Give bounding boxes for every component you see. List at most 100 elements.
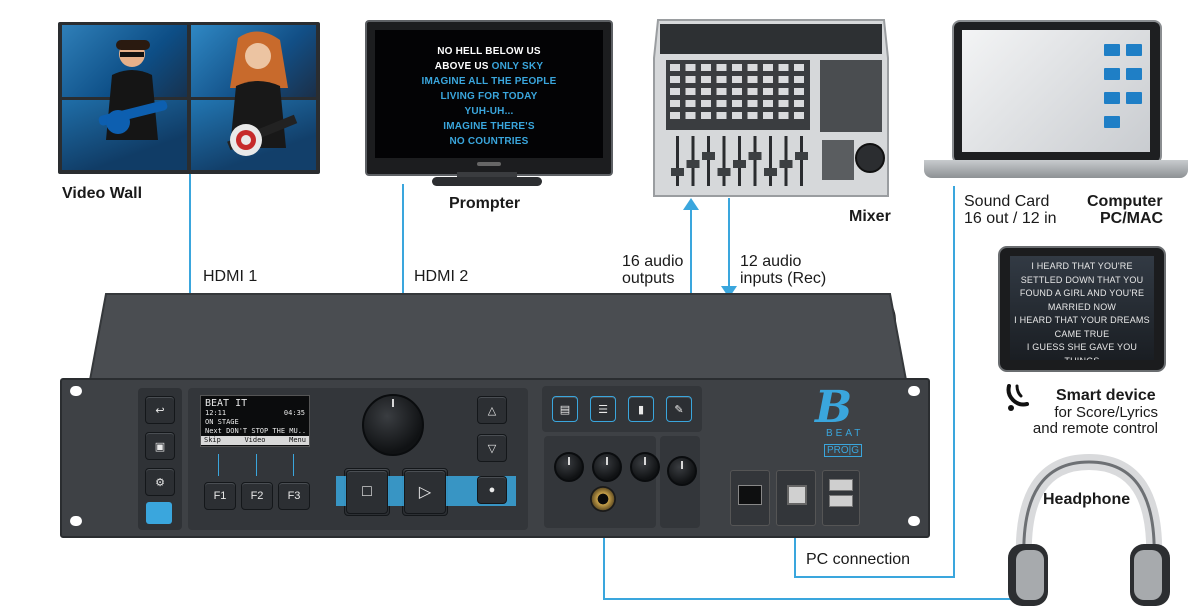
headphone-wire-h <box>603 598 1033 600</box>
lock-button[interactable]: ▣ <box>145 432 175 460</box>
mixer-key <box>716 88 727 95</box>
mixer-key <box>778 76 789 83</box>
mode-button-2[interactable]: ☰ <box>590 396 616 422</box>
mixer-key <box>701 76 711 83</box>
up-button[interactable]: △ <box>477 396 507 424</box>
mixer-fader-cap <box>779 160 793 168</box>
video-wall <box>58 22 320 174</box>
lcd-time-right: 04:35 <box>283 409 305 417</box>
edit-icon: ✎ <box>674 403 684 416</box>
record-button[interactable]: ● <box>477 476 507 504</box>
f1-button[interactable]: F1 <box>204 482 236 510</box>
prompter-line: ABOVE US ONLY SKY <box>375 59 603 74</box>
headphone-jack[interactable] <box>590 486 616 512</box>
tablet-lyric-line: I GUESS SHE GAVE YOU THINGS <box>1026 342 1138 360</box>
usb-a-port-1[interactable] <box>829 479 853 491</box>
pc-connection-label: PC connection <box>806 551 911 568</box>
in-knob[interactable] <box>592 452 622 482</box>
mixer-key <box>685 76 696 83</box>
document-icon: ▤ <box>559 403 571 416</box>
prompter-base <box>432 177 542 186</box>
prompter-line-sung: ABOVE US <box>434 61 492 72</box>
audio-out-wire <box>690 206 692 296</box>
audio-in-arrow-icon <box>721 286 737 298</box>
folder-icon <box>1104 44 1120 56</box>
prompter-line-upcoming: IMAGINE ALL THE PEOPLE <box>421 76 557 87</box>
usb-b-port-panel <box>776 470 816 526</box>
mixer-key <box>763 64 773 71</box>
headphone-icon <box>1008 453 1170 606</box>
headphone-label: Headphone <box>1043 491 1131 508</box>
audio-in-wire <box>728 198 730 294</box>
mixer-fader-track <box>722 136 726 186</box>
return-icon: ↩ <box>155 404 165 417</box>
down-button[interactable]: ▽ <box>477 434 507 462</box>
audio-out-arrow-icon <box>683 198 699 210</box>
mixer-key <box>670 76 680 83</box>
ethernet-port[interactable] <box>738 485 762 505</box>
tablet-lyric-line: I HEARD THAT YOUR DREAMS CAME TRUE <box>1014 315 1150 339</box>
mixer-key <box>685 100 696 107</box>
folder-icon <box>1104 116 1120 128</box>
usb-b-port[interactable] <box>787 485 807 505</box>
smart-device-sub-1: for Score/Lyrics <box>1054 404 1158 421</box>
list-icon: ☰ <box>598 403 608 416</box>
mixer-key <box>716 64 727 71</box>
prompter-line: NO COUNTRIES <box>375 134 603 149</box>
mixer-key <box>732 76 742 83</box>
mixer-key <box>685 112 696 119</box>
mixer-key <box>763 100 773 107</box>
hdmi1-label: HDMI 1 <box>203 268 258 285</box>
prompter-line-upcoming: NO COUNTRIES <box>449 136 529 147</box>
prompter-line-upcoming: ONLY SKY <box>491 61 544 72</box>
arrow-down-icon: ▽ <box>487 442 497 455</box>
prompter-line-upcoming: YUH-UH... <box>464 106 514 117</box>
headphone-wire-v <box>603 500 605 600</box>
audio-out-label-2: outputs <box>622 270 675 287</box>
smart-device-label: Smart device <box>1056 387 1156 404</box>
pc-wire-v <box>794 510 796 578</box>
f2-button[interactable]: F2 <box>241 482 273 510</box>
folder-icon <box>1104 92 1120 104</box>
hdmi1-wire <box>189 172 191 296</box>
main-jog-wheel[interactable] <box>362 394 424 456</box>
lcd-softkey-skip: Skip <box>204 436 221 444</box>
usb-a-port-panel <box>822 470 860 526</box>
mixer-fader-cap <box>686 160 700 168</box>
stop-button-face[interactable]: □ <box>346 470 388 514</box>
mixer-console <box>653 19 889 197</box>
mode-button-3[interactable]: ▮ <box>628 396 654 422</box>
tracks-knob[interactable] <box>630 452 660 482</box>
folder-icon <box>1126 68 1142 80</box>
mixer-key <box>778 100 789 107</box>
wireless-remote-icon <box>1006 384 1029 411</box>
mixer-key <box>747 76 758 83</box>
mixer-key <box>716 100 727 107</box>
guitarist-right-icon <box>227 31 298 156</box>
mode-button-4[interactable]: ✎ <box>666 396 692 422</box>
mixer-key <box>778 88 789 95</box>
mixer-key <box>763 88 773 95</box>
laptop-screen <box>962 30 1150 152</box>
click-knob[interactable] <box>554 452 584 482</box>
ethernet-port-panel <box>730 470 770 526</box>
audio-in-label-2: inputs (Rec) <box>740 270 827 287</box>
mode-button-1[interactable]: ▤ <box>552 396 578 422</box>
dot-icon: ● <box>488 484 496 496</box>
back-button[interactable]: ↩ <box>145 396 175 424</box>
settings-button[interactable]: ⚙ <box>145 468 175 496</box>
mixer-fader-track <box>769 136 772 186</box>
prompter-line-upcoming: IMAGINE THERE'S <box>443 121 535 132</box>
play-button-face[interactable]: ▷ <box>404 470 446 514</box>
usb-a-port-2[interactable] <box>829 495 853 507</box>
sound-card-wire-v <box>953 186 955 578</box>
mixer-key <box>794 64 804 71</box>
prompter-line: LIVING FOR TODAY <box>375 89 603 104</box>
mixer-key <box>701 112 711 119</box>
prompter-line-sung: NO HELL BELOW US <box>437 46 541 57</box>
mixer-key <box>670 88 680 95</box>
volume-knob[interactable] <box>667 456 697 486</box>
folder-icon <box>1126 92 1142 104</box>
f3-button[interactable]: F3 <box>278 482 310 510</box>
